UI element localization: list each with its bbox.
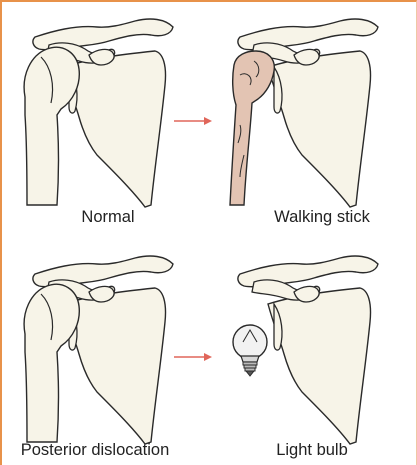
caption-normal: Normal <box>81 208 134 227</box>
caption-walking-stick: Walking stick <box>274 208 370 227</box>
caption-light-bulb: Light bulb <box>276 441 348 460</box>
caption-posterior-dislocation: Posterior dislocation <box>21 441 170 460</box>
panel-posterior-dislocation <box>24 256 173 444</box>
panel-walking-stick <box>230 19 378 207</box>
arrow-normal-to-walking-stick <box>174 117 212 125</box>
light-bulb-icon <box>233 325 267 376</box>
scapula-clavicle <box>238 19 378 207</box>
arrow-dislocation-to-light-bulb <box>174 353 212 361</box>
humerus-normal <box>24 47 79 205</box>
panel-light-bulb <box>233 256 378 444</box>
humerus-posterior-dislocation <box>24 284 79 442</box>
panel-normal <box>24 19 173 207</box>
humerus-walking-stick <box>230 51 274 205</box>
